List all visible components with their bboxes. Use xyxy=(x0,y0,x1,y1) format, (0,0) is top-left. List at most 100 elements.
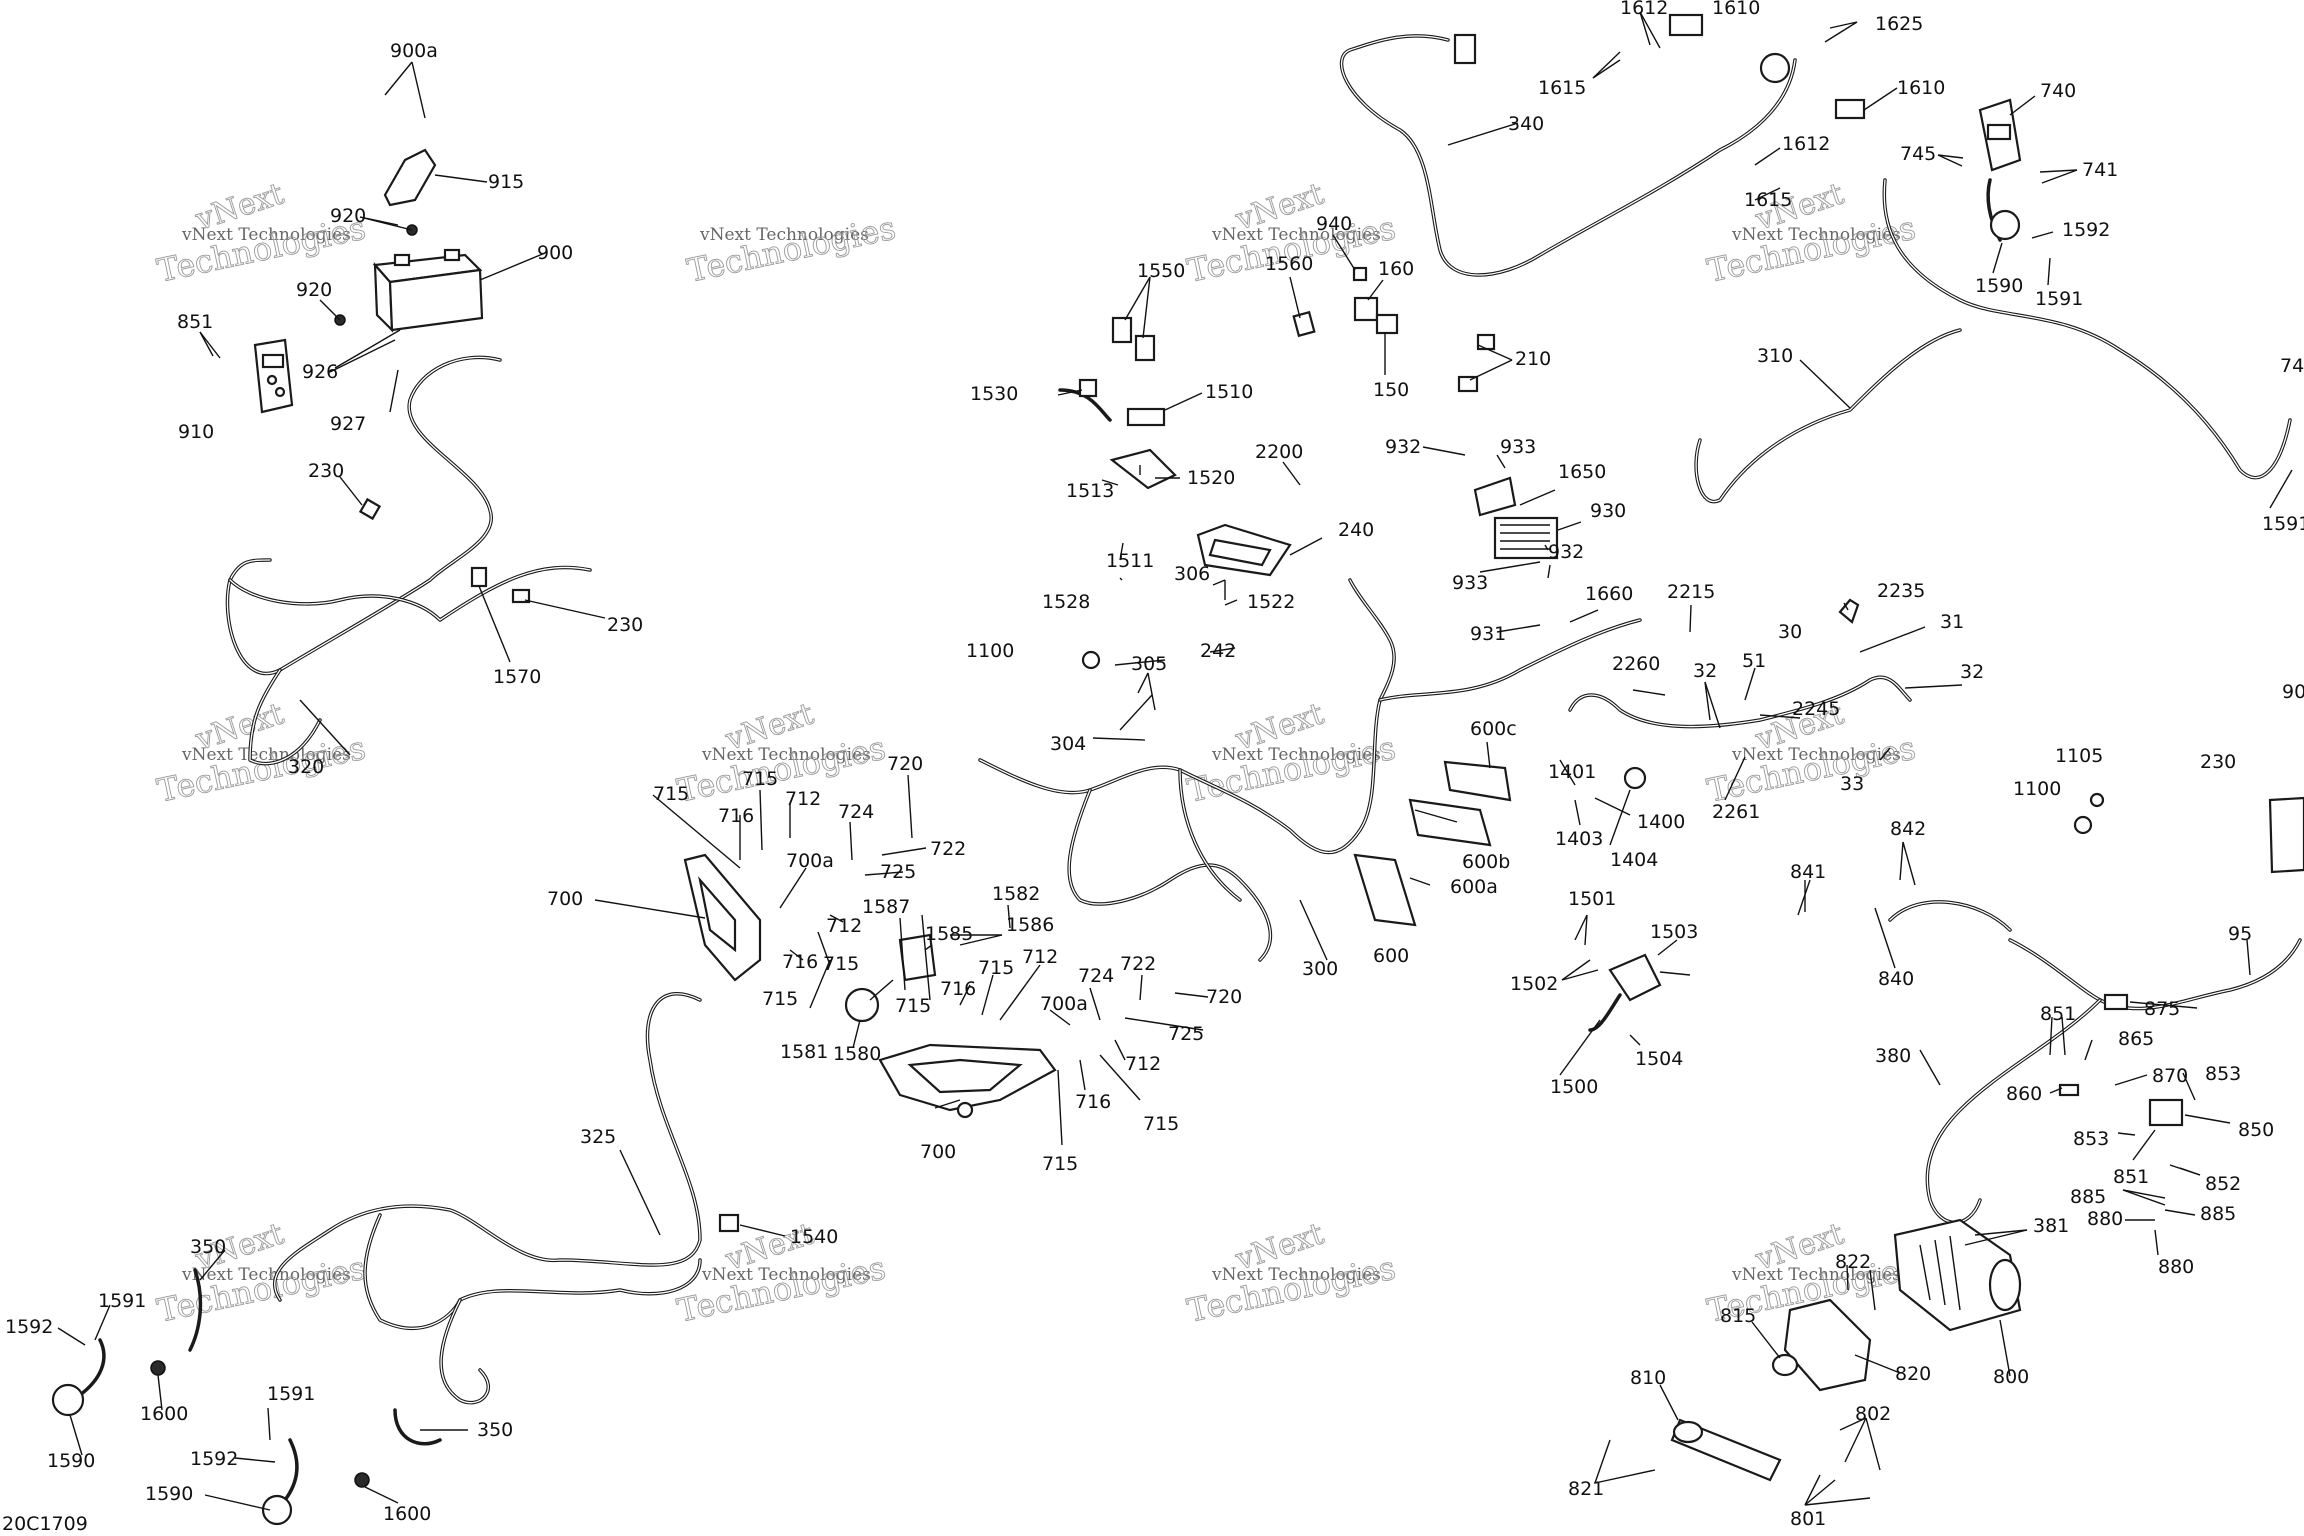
callout-1660: 1660 xyxy=(1585,583,1633,605)
callout-230: 230 xyxy=(2200,751,2236,773)
callout-600: 600 xyxy=(1373,945,1409,967)
callout-1590: 1590 xyxy=(47,1450,95,1472)
callout-933: 933 xyxy=(1500,436,1536,458)
part-1100 xyxy=(1081,650,1101,670)
harness-340 xyxy=(1339,34,1797,277)
svg-text:vNext Technologies: vNext Technologies xyxy=(1211,1265,1381,1285)
callout-32: 32 xyxy=(1960,661,1984,683)
callout-860: 860 xyxy=(2006,1083,2042,1105)
callout-340: 340 xyxy=(1508,113,1544,135)
callout-95: 95 xyxy=(2228,923,2252,945)
switch-1500 xyxy=(1588,953,1691,1032)
switch-1610-b xyxy=(1834,98,1866,120)
svg-text:vNext Technologies: vNext Technologies xyxy=(181,225,351,245)
callout-380: 380 xyxy=(1875,1045,1911,1067)
callout-1591: 1591 xyxy=(267,1383,315,1405)
callout-305: 305 xyxy=(1131,653,1167,675)
part-875 xyxy=(2103,993,2129,1011)
svg-text:vNext Technologies: vNext Technologies xyxy=(701,745,871,765)
callout-230: 230 xyxy=(607,614,643,636)
switch-150 xyxy=(1375,313,1399,335)
module-1510 xyxy=(1126,407,1166,427)
callout-350: 350 xyxy=(190,1236,226,1258)
callout-2260: 2260 xyxy=(1612,653,1660,675)
callout-822: 822 xyxy=(1835,1251,1871,1273)
harness-350-a xyxy=(188,1268,203,1352)
callout-715: 715 xyxy=(653,783,689,805)
callout-1503: 1503 xyxy=(1650,921,1698,943)
gauge-600 xyxy=(1353,853,1417,927)
callout-712: 712 xyxy=(826,915,862,937)
part-940 xyxy=(1352,266,1368,282)
callout-712: 712 xyxy=(1125,1053,1161,1075)
callout-1100: 1100 xyxy=(966,640,1014,662)
callout-722: 722 xyxy=(1120,953,1156,975)
callout-1511: 1511 xyxy=(1106,550,1154,572)
callout-1580: 1580 xyxy=(833,1043,881,1065)
callout-1404: 1404 xyxy=(1610,849,1658,871)
fairlead-820 xyxy=(1783,1298,1872,1392)
callout-841: 841 xyxy=(1790,861,1826,883)
callout-900: 900 xyxy=(537,242,573,264)
callout-926: 926 xyxy=(302,361,338,383)
callout-851: 851 xyxy=(177,311,213,333)
bracket-1650 xyxy=(1473,476,1517,517)
callout-716: 716 xyxy=(718,805,754,827)
callout-815: 815 xyxy=(1720,1305,1756,1327)
callout-1540: 1540 xyxy=(790,1226,838,1248)
sensor-1590 xyxy=(1989,209,2021,241)
svg-text:vNext Technologies: vNext Technologies xyxy=(1211,225,1381,245)
callout-160: 160 xyxy=(1378,258,1414,280)
connector-340 xyxy=(1453,33,1477,65)
callout-600c: 600c xyxy=(1470,718,1517,740)
parts-layer xyxy=(51,13,2304,1526)
callout-325: 325 xyxy=(580,1126,616,1148)
callout-712: 712 xyxy=(785,788,821,810)
callout-900: 900 xyxy=(2282,681,2304,703)
callout-715: 715 xyxy=(823,953,859,975)
watermark: vNext vNext Technologies Technologies xyxy=(1183,1216,1399,1330)
callout-230: 230 xyxy=(308,460,344,482)
callout-931: 931 xyxy=(1470,623,1506,645)
callout-31: 31 xyxy=(1940,611,1964,633)
callout-1401: 1401 xyxy=(1548,761,1596,783)
relay-1560 xyxy=(1292,310,1316,338)
callout-1591: 1591 xyxy=(2262,513,2304,535)
part-1600 xyxy=(150,1360,166,1376)
svg-text:vNext Technologies: vNext Technologies xyxy=(1731,225,1901,245)
callout-920: 920 xyxy=(296,279,332,301)
callout-1560: 1560 xyxy=(1265,253,1313,275)
callout-920: 920 xyxy=(330,205,366,227)
callout-1591: 1591 xyxy=(98,1290,146,1312)
callout-715: 715 xyxy=(1143,1113,1179,1135)
callout-725: 725 xyxy=(880,861,916,883)
plug-1530 xyxy=(1078,378,1098,398)
callout-labels: 900a 915 920 900 920 851 926 910 927 230… xyxy=(5,0,2304,1530)
callout-932: 932 xyxy=(1548,541,1584,563)
callout-745: 745 xyxy=(2280,355,2304,377)
connector-230-b xyxy=(511,588,531,604)
callout-1612: 1612 xyxy=(1782,133,1830,155)
lead-1590-a xyxy=(78,1338,106,1397)
callout-1592: 1592 xyxy=(2062,219,2110,241)
callout-800: 800 xyxy=(1993,1366,2029,1388)
callout-1403: 1403 xyxy=(1555,828,1603,850)
callout-1612: 1612 xyxy=(1620,0,1668,19)
watermark: vNext vNext Technologies Technologies xyxy=(673,1216,889,1330)
callout-320: 320 xyxy=(288,756,324,778)
svg-text:vNext Technologies: vNext Technologies xyxy=(1731,745,1901,765)
switch-1610 xyxy=(1668,13,1704,37)
watermark: vNext vNext Technologies Technologies xyxy=(153,696,369,810)
headlight-700-bottom xyxy=(878,1043,1057,1119)
gauge-600c xyxy=(1443,760,1512,802)
callout-1587: 1587 xyxy=(862,896,910,918)
part-210-b xyxy=(1457,375,1479,393)
callout-910: 910 xyxy=(178,421,214,443)
callout-880: 880 xyxy=(2087,1208,2123,1230)
callout-1400: 1400 xyxy=(1637,811,1685,833)
harness-320 xyxy=(225,355,592,766)
callout-940: 940 xyxy=(1316,213,1352,235)
callout-720: 720 xyxy=(887,753,923,775)
callout-2200: 2200 xyxy=(1255,441,1303,463)
callout-1528: 1528 xyxy=(1042,591,1090,613)
